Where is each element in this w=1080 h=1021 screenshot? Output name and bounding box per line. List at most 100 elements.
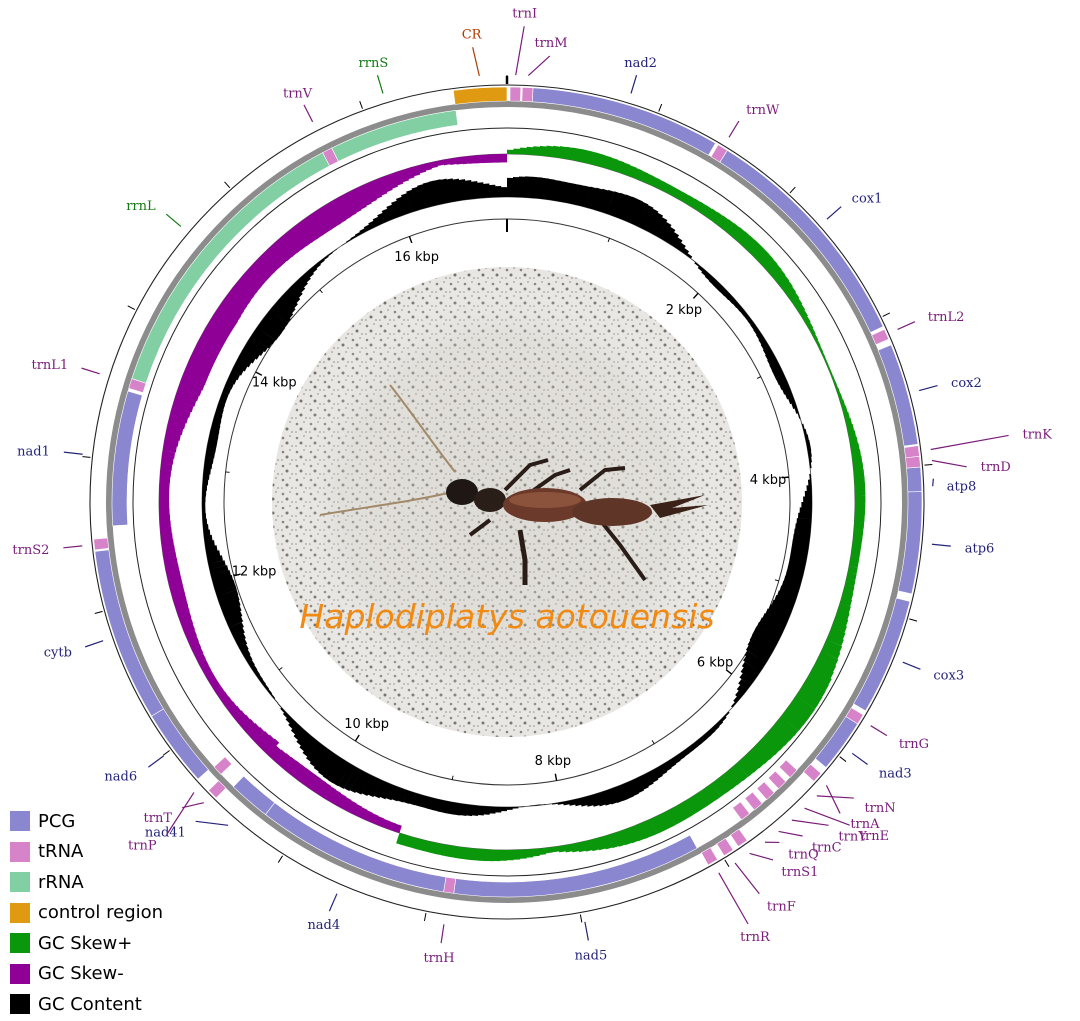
- gene-label-nad6: nad6: [104, 769, 137, 784]
- feature-atp6: [897, 491, 923, 595]
- legend-swatch: [10, 994, 30, 1015]
- gene-label-nad41: nad41: [145, 825, 186, 840]
- scale-tick: [651, 740, 655, 744]
- legend-label: tRNA: [38, 841, 84, 863]
- gene-label-cox2: cox2: [951, 376, 982, 391]
- kbp-label: 4 kbp: [750, 473, 786, 488]
- kbp-label: 16 kbp: [394, 250, 439, 265]
- scale-tick: [451, 775, 454, 780]
- feature-trnR: [700, 847, 718, 866]
- leader-trnN: [816, 795, 854, 799]
- feature-trnC: [744, 791, 763, 811]
- gene-label-trnF: trnF: [767, 900, 796, 915]
- leader-cox3: [902, 661, 921, 670]
- feature-trnK: [903, 445, 920, 459]
- leader-atp8: [932, 478, 934, 487]
- legend-item: tRNA: [10, 837, 163, 868]
- scale-tick: [725, 669, 733, 675]
- outer-ring: [89, 84, 925, 920]
- leader-nad4: [328, 893, 338, 912]
- gene-label-cox3: cox3: [933, 669, 964, 684]
- gene-label-trnL2: trnL2: [928, 310, 965, 325]
- feature-cox3: [853, 597, 911, 712]
- kbp-label: 12 kbp: [232, 564, 277, 579]
- feature-atp8: [906, 466, 923, 493]
- gene-label-trnG: trnG: [899, 737, 929, 752]
- leader-trnW: [728, 120, 740, 138]
- gene-label-nad5: nad5: [575, 948, 608, 963]
- scale-tick: [607, 238, 610, 243]
- inner-feature-ring: [132, 127, 882, 877]
- feature-nad3: [814, 716, 859, 768]
- outer-tick: [162, 750, 170, 756]
- gene-label-trnI: trnI: [512, 6, 537, 21]
- gene-label-trnS1: trnS1: [781, 865, 818, 880]
- gene-label-rrnS: rrnS: [359, 56, 389, 71]
- legend-label: GC Skew-: [38, 963, 124, 985]
- gene-label-trnK: trnK: [1022, 428, 1052, 443]
- outer-tick: [94, 610, 103, 614]
- species-name: Haplodiplatys aotouensis: [299, 597, 714, 636]
- feature-trnM: [521, 86, 534, 103]
- leader-trnS1: [749, 852, 774, 861]
- gene-label-atp8: atp8: [947, 480, 977, 495]
- gene-label-trnQ: trnQ: [788, 847, 818, 862]
- leader-nad6: [148, 755, 165, 768]
- feature-trnT: [208, 780, 227, 799]
- gene-label-CR: CR: [462, 27, 483, 42]
- gene-label-nad3: nad3: [879, 767, 912, 782]
- leader-trnH: [440, 924, 445, 944]
- legend-item: GC Skew+: [10, 928, 163, 959]
- leader-trnA: [825, 785, 841, 814]
- leader-trnD: [931, 459, 967, 468]
- earwig-photo: Haplodiplatys aotouensis: [272, 267, 742, 737]
- leader-trnI: [515, 26, 525, 76]
- leader-trnL1: [81, 367, 100, 375]
- scale-tick: [781, 476, 789, 479]
- outer-tick: [924, 463, 933, 466]
- outer-tick: [882, 312, 891, 317]
- feature-trnL2: [871, 328, 890, 346]
- feature-trnY: [756, 781, 775, 801]
- leader-trnC: [778, 830, 803, 837]
- feature-rrnS: [331, 109, 459, 162]
- leader-nad41: [195, 820, 229, 826]
- legend-swatch: [10, 811, 30, 832]
- feature-CR: [452, 86, 508, 105]
- leader-rrnS: [376, 75, 384, 94]
- legend-swatch: [10, 872, 30, 893]
- outer-tick: [127, 305, 136, 310]
- gene-label-trnC: trnC: [812, 840, 842, 855]
- outer-tick: [224, 181, 231, 189]
- leader-trnE: [804, 807, 850, 826]
- feature-trnS1: [730, 828, 748, 847]
- feature-trnN: [778, 759, 798, 778]
- kbp-label: 14 kbp: [252, 376, 297, 391]
- outer-tick: [909, 618, 918, 622]
- legend-item: control region: [10, 898, 163, 929]
- leader-cytb: [84, 640, 104, 648]
- feature-trnP: [213, 756, 233, 775]
- scale-tick: [233, 573, 241, 577]
- outer-tick: [839, 756, 847, 762]
- legend-label: PCG: [38, 810, 76, 832]
- legend-item: PCG: [10, 806, 163, 837]
- leader-rrnL: [165, 213, 182, 227]
- outer-tick: [724, 859, 730, 868]
- gene-label-trnA: trnA: [850, 817, 880, 832]
- gene-label-trnD: trnD: [981, 460, 1011, 475]
- legend-item: GC Skew-: [10, 959, 163, 990]
- leader-trnY: [791, 819, 829, 826]
- gene-label-trnE: trnE: [860, 829, 889, 844]
- gene-label-trnH: trnH: [423, 951, 454, 966]
- legend-swatch: [10, 963, 30, 984]
- leader-trnS2: [63, 545, 83, 549]
- leader-trnV: [303, 104, 314, 123]
- feature-nad2: [531, 87, 716, 156]
- outer-tick: [789, 186, 796, 194]
- feature-trnF: [716, 837, 734, 857]
- feature-cox2: [877, 344, 919, 447]
- feature-trnI: [509, 86, 522, 102]
